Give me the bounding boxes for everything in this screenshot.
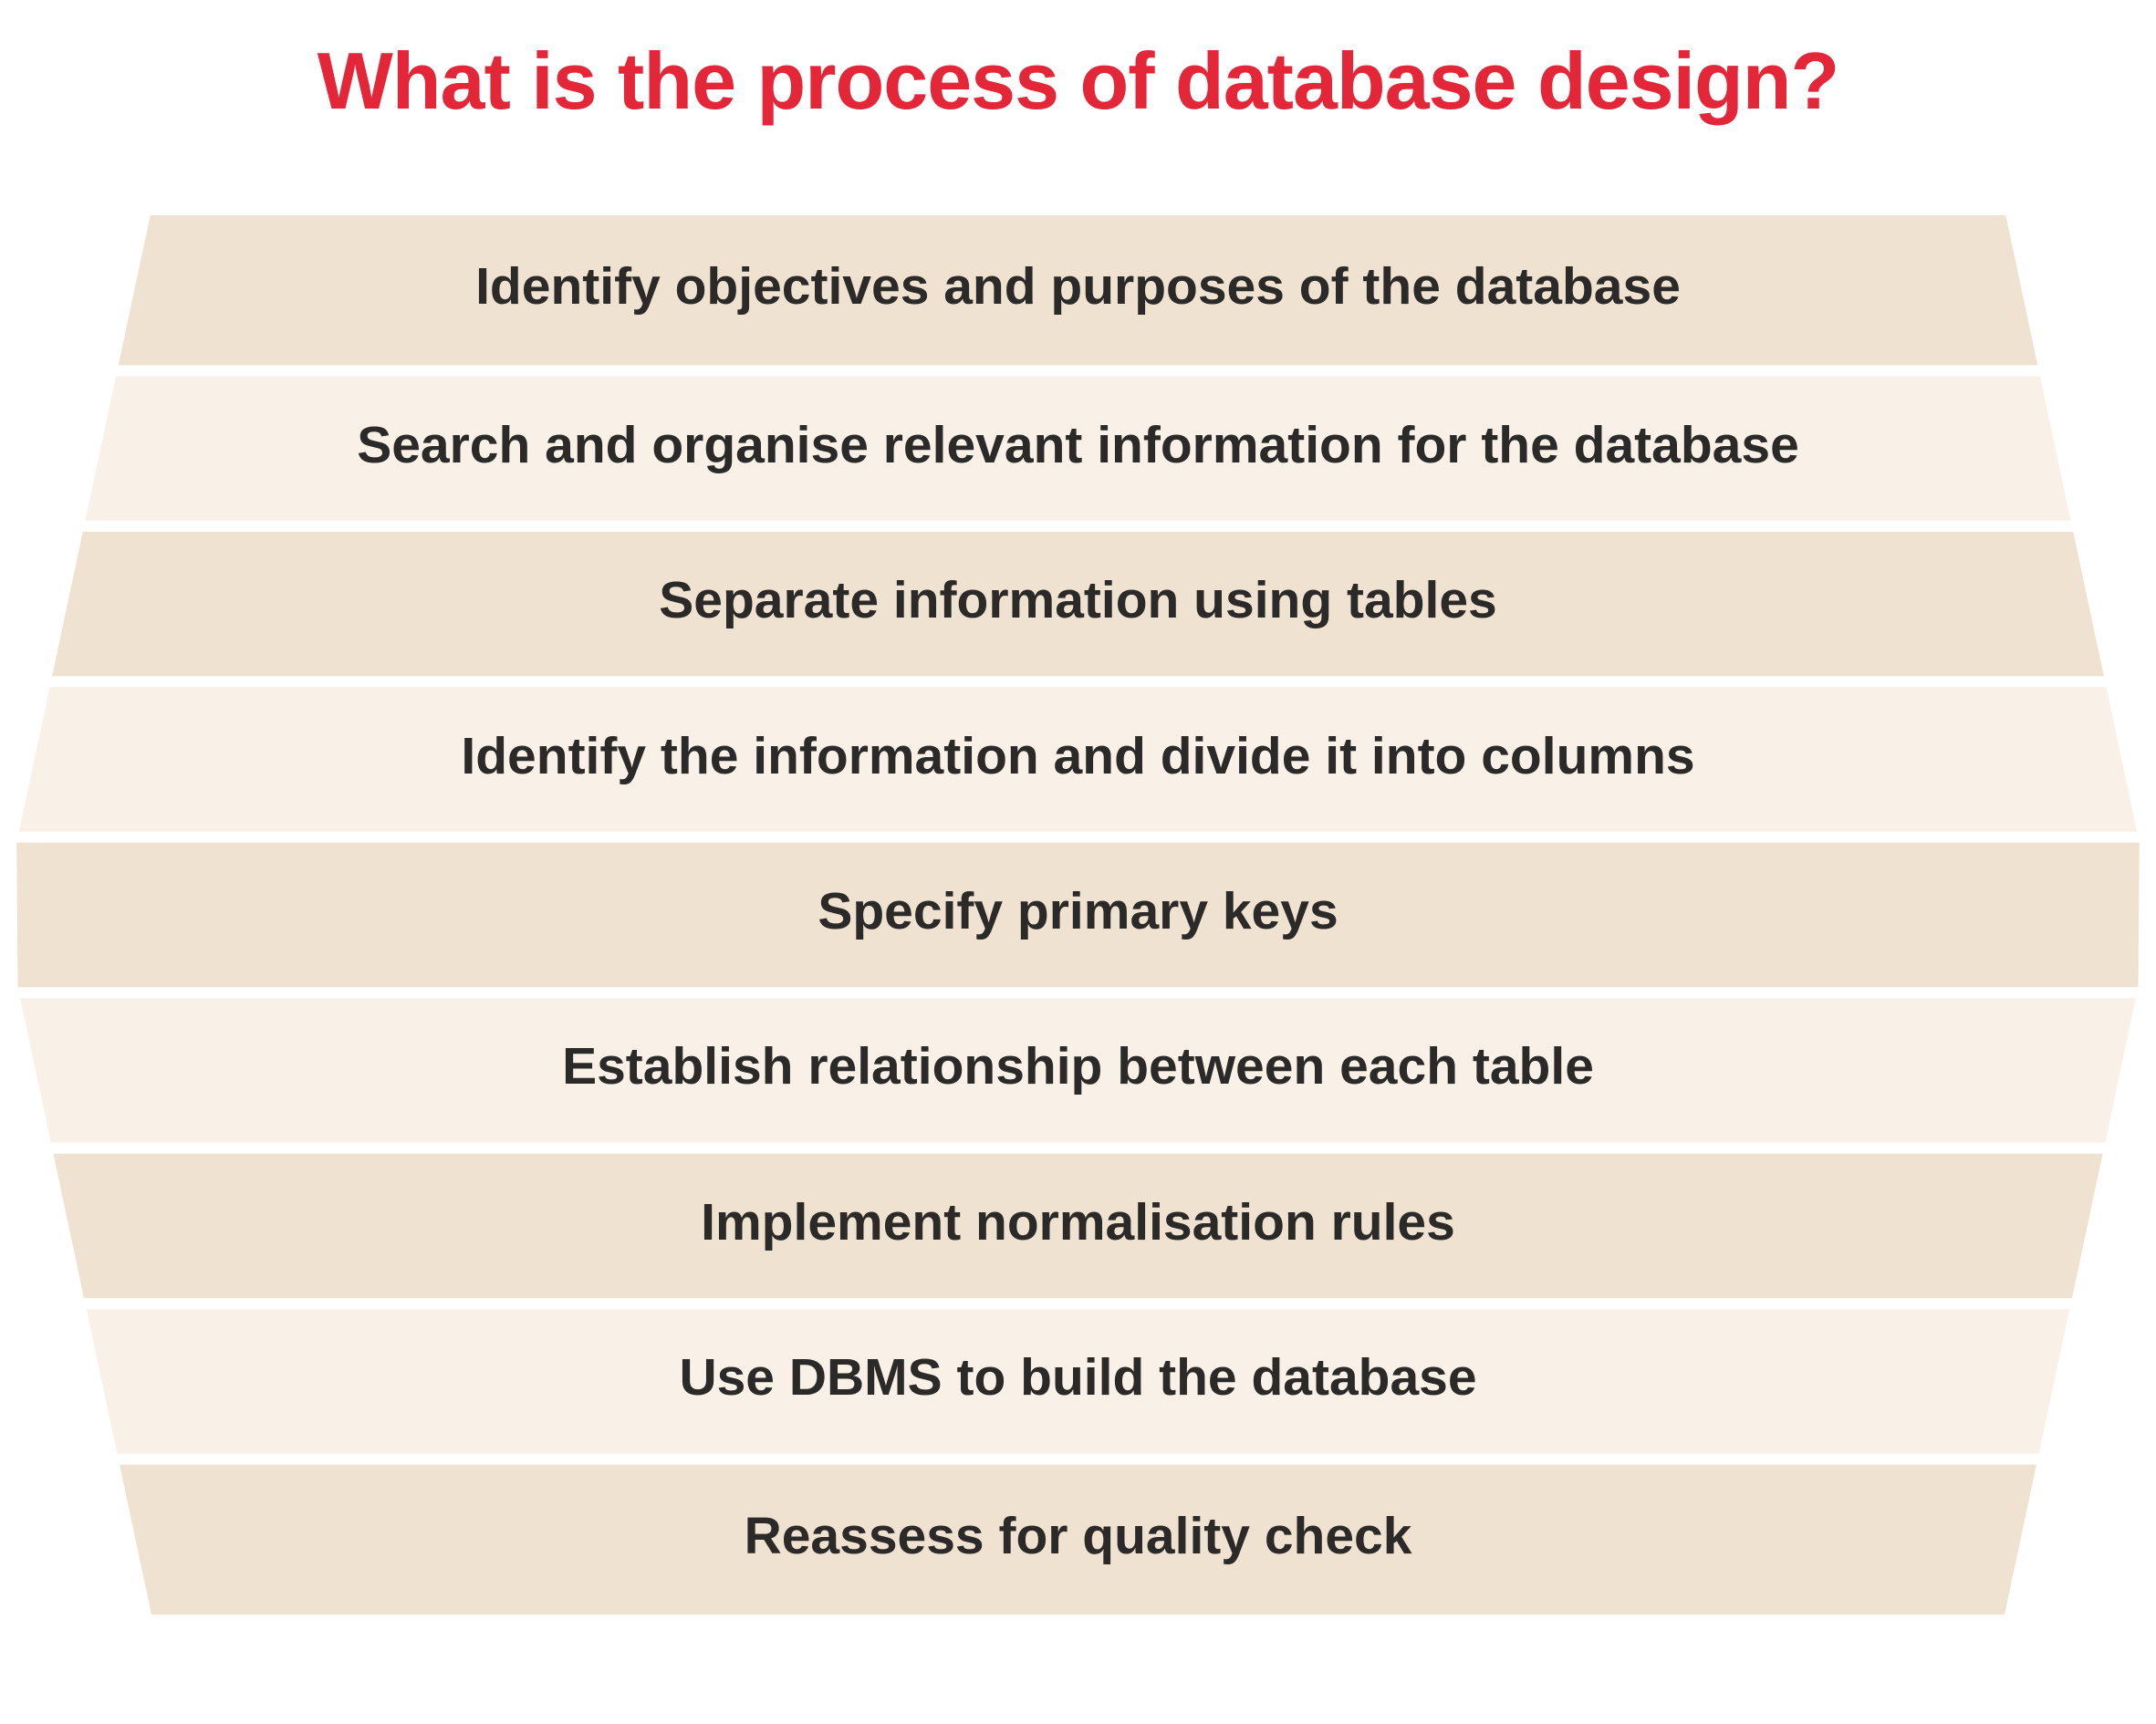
funnel-step-label-2: Search and organise relevant information… — [357, 415, 1799, 474]
funnel-step-label-1: Identify objectives and purposes of the … — [475, 257, 1681, 317]
funnel-step-label-5: Specify primary keys — [818, 882, 1338, 940]
funnel-step-label-8: Use DBMS to build the database — [679, 1348, 1477, 1407]
funnel-step-shape-9 — [120, 1464, 2036, 1615]
page-title: What is the process of database design? — [317, 36, 1840, 126]
funnel-step-shape-3 — [52, 531, 2104, 677]
funnel-step-label-6: Establish relationship between each tabl… — [562, 1037, 1594, 1096]
funnel-step-shape-2 — [85, 376, 2071, 521]
funnel-step-shape-7 — [53, 1153, 2103, 1299]
funnel-step-label-4: Identify the information and divide it i… — [461, 726, 1695, 785]
funnel-step-shape-1 — [118, 215, 2038, 366]
funnel-step-shape-5 — [16, 842, 2140, 988]
funnel-step-label-9: Reassess for quality check — [744, 1506, 1412, 1565]
funnel-step-label-3: Separate information using tables — [659, 571, 1497, 630]
funnel-step-shape-6 — [20, 998, 2136, 1143]
funnel-step-shape-4 — [18, 687, 2138, 832]
funnel-step-label-7: Implement normalisation rules — [701, 1192, 1455, 1251]
funnel-step-shape-8 — [86, 1309, 2070, 1454]
